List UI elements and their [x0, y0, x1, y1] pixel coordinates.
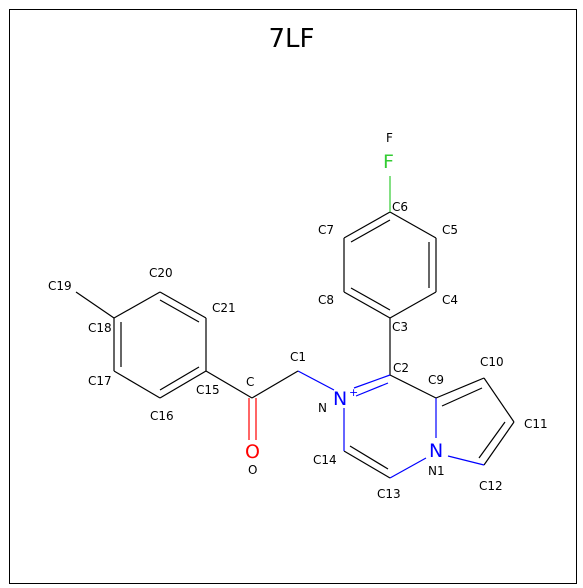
bond-c18-c19: [75, 291, 115, 319]
atom-label-c: C: [246, 375, 254, 389]
bond-n-c2: [353, 374, 391, 389]
bond-c20-c18: [113, 291, 161, 319]
positive-charge: +: [349, 386, 358, 399]
oxygen-symbol: O: [245, 441, 260, 463]
atom-label-c1: C1: [290, 350, 306, 364]
bond-c7-c6-inner: [350, 219, 391, 243]
atom-label-c18: C18: [88, 321, 112, 335]
pyrazinium-ring: [343, 374, 437, 479]
bond-c21-c20: [159, 291, 207, 319]
bond-n1-c13: [389, 457, 427, 479]
bond-c2-c9: [389, 374, 437, 399]
tolyl-ring: [75, 291, 207, 399]
atom-label-c14: C14: [313, 453, 337, 467]
bond-c7-c6: [343, 211, 391, 239]
bond-c11-c12: [483, 421, 515, 466]
atom-label-o: O: [248, 463, 257, 477]
bond-n-c2-inner: [355, 382, 389, 397]
bond-c16-c15: [159, 370, 207, 399]
atom-label-c8: C8: [318, 293, 334, 307]
atom-label-n: N: [318, 401, 327, 415]
bond-c17-c16: [113, 370, 161, 399]
pyrrole-ring: [435, 377, 515, 466]
atom-label-c17: C17: [88, 374, 112, 388]
atom-label-c6: C6: [392, 200, 408, 214]
bond-c6-c5: [389, 211, 437, 239]
atom-label-c13: C13: [377, 487, 401, 501]
bond-c10-c11: [483, 377, 515, 423]
bond-c16-c15-inner: [159, 366, 200, 391]
bond-c12-n1: [447, 455, 485, 466]
atom-label-c4: C4: [442, 293, 458, 307]
bond-c9-c10-inner: [441, 387, 483, 407]
bond-c13-c14-inner: [349, 445, 389, 470]
bond-c11-c12-inner: [478, 421, 506, 459]
nitrogen-plus-symbol: N: [333, 388, 347, 410]
bond-c3-c8: [343, 291, 391, 319]
nitrogen-symbol: N: [429, 440, 443, 462]
bond-c3-c8-inner: [350, 287, 391, 311]
atom-label-n1: N1: [428, 464, 445, 478]
atom-label-c5: C5: [442, 223, 458, 237]
atom-label-c21: C21: [212, 301, 236, 315]
bond-c21-c20-inner: [159, 299, 200, 323]
atom-label-c3: C3: [392, 320, 408, 334]
atom-label-c10: C10: [480, 355, 504, 369]
bond-c13-c14: [343, 450, 391, 479]
fluorine-symbol: F: [383, 151, 394, 173]
atom-label-c19: C19: [48, 279, 72, 293]
atom-label-f: F: [386, 131, 393, 145]
atom-label-c11: C11: [524, 417, 548, 431]
atom-label-c12: C12: [479, 479, 503, 493]
atom-label-c15: C15: [196, 383, 220, 397]
bond-c4-c3: [389, 291, 437, 319]
atom-label-c16: C16: [150, 409, 174, 423]
molecule-title: 7LF: [268, 24, 315, 54]
atom-label-c7: C7: [318, 223, 334, 237]
bond-c9-c10: [435, 377, 485, 399]
bond-c1-c: [251, 370, 299, 399]
atom-label-c2: C2: [393, 361, 409, 375]
diagram-frame: [9, 9, 577, 584]
atom-label-c20: C20: [149, 266, 173, 280]
atom-label-c9: C9: [428, 373, 444, 387]
fluorophenyl-ring: [343, 176, 437, 319]
bond-c-c15: [205, 370, 253, 399]
bond-n-c1: [297, 370, 335, 391]
